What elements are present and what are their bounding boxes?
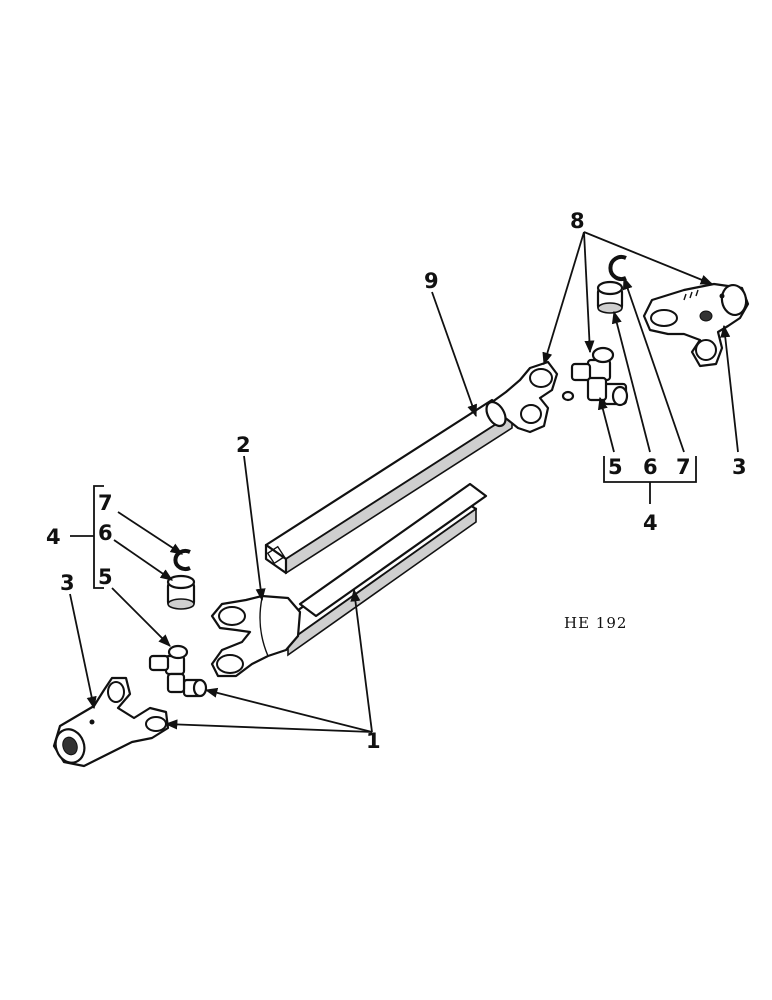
callout-1: 1: [366, 729, 381, 753]
figure-code: HE 192: [564, 614, 627, 632]
leader-lines: [69, 231, 739, 733]
callout-4-right: 4: [643, 511, 658, 535]
callout-7-left: 7: [98, 491, 113, 515]
tube-yoke-right: [485, 360, 559, 434]
callout-2: 2: [236, 433, 251, 457]
snap-ring-left: [173, 549, 191, 571]
cross-bearing-right: [561, 346, 629, 407]
cross-bearing-left: [148, 644, 208, 698]
callout-5-left: 5: [98, 565, 113, 589]
callout-8: 8: [570, 209, 585, 233]
callout-3-left: 3: [60, 571, 75, 595]
end-yoke-right: [642, 282, 750, 368]
callout-7-right: 7: [676, 455, 691, 479]
callout-4-left: 4: [46, 525, 61, 549]
square-inner-shaft: [268, 482, 488, 657]
callout-9: 9: [424, 269, 439, 293]
bracket-right-group: [603, 456, 697, 504]
callout-5-right: 5: [608, 455, 623, 479]
outer-tube-shaft: [264, 398, 514, 575]
callout-6-left: 6: [98, 521, 113, 545]
bearing-cap-left: [166, 574, 196, 610]
callout-3-right: 3: [732, 455, 747, 479]
bracket-left-group: [70, 485, 104, 589]
snap-ring-right: [608, 255, 627, 281]
end-yoke-left: [52, 676, 170, 768]
callout-6-right: 6: [643, 455, 658, 479]
bearing-cap-right: [596, 280, 624, 314]
shaft-yoke-middle: [210, 594, 302, 678]
